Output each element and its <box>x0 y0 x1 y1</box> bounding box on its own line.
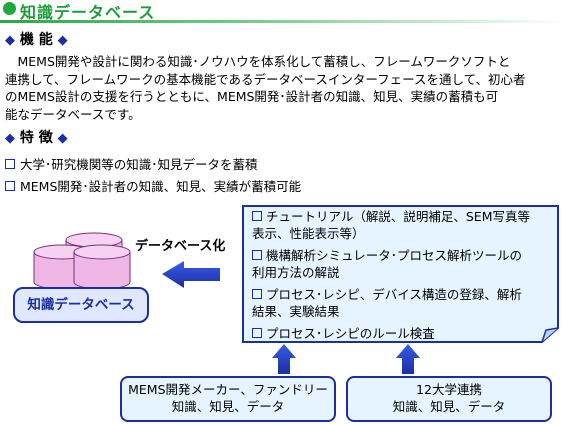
feature-text: MEMS開発･設計者の知識、知見、実績が蓄積可能 <box>20 179 302 194</box>
source-box-universities <box>346 376 552 422</box>
function-heading-row: ◆ 機 能 ◆ <box>5 29 68 49</box>
function-line: 連携して、フレームワークの基本機能であるデータベースインターフェースを通して、初… <box>5 71 526 87</box>
dbize-label: データベース化 <box>135 239 226 254</box>
content-line1: プロセス･レシピのルール検査 <box>266 326 435 341</box>
source-line1: MEMS開発メーカー、ファンドリー <box>128 382 328 397</box>
source-makers-text: MEMS開発メーカー、ファンドリー 知識、知見、データ <box>120 381 336 415</box>
source-line2: 知識、知見、データ <box>392 399 506 414</box>
content-line2: 結果、実験結果 <box>252 304 340 319</box>
source-universities-text: 12大学連携 知識、知見、データ <box>346 381 552 415</box>
diamond-icon: ◆ <box>5 131 15 146</box>
features-heading-row: ◆ 特 徴 ◆ <box>5 127 68 147</box>
content-item: プロセス･レシピ、デバイス構造の登録、解析 結果、実験結果 <box>252 286 552 320</box>
function-description: MEMS開発や設計に関わる知識･ノウハウを体系化して蓄積し、フレームワークソフト… <box>5 53 565 123</box>
content-line1: 機構解析シミュレータ･プロセス解析ツールの <box>266 248 523 263</box>
square-bullet-icon <box>5 181 15 191</box>
content-item: 機構解析シミュレータ･プロセス解析ツールの 利用方法の解説 <box>252 247 552 281</box>
left-arrow-icon <box>162 261 220 288</box>
square-bullet-icon <box>252 211 262 221</box>
content-item: チュートリアル（解説、説明補足、SEM写真等 表示、性能表示等） <box>252 208 552 242</box>
feature-item: MEMS開発･設計者の知識、知見、実績が蓄積可能 <box>5 176 301 195</box>
database-label: 知識データベース <box>27 297 135 313</box>
contents-list: チュートリアル（解説、説明補足、SEM写真等 表示、性能表示等） 機構解析シミュ… <box>252 208 552 342</box>
page-title: 知識データベース <box>20 3 156 22</box>
feature-text: 大学･研究機関等の知識･知見データを蓄積 <box>20 157 258 172</box>
source-box-makers <box>120 376 336 422</box>
database-label-box <box>13 287 149 323</box>
source-line2: 知識、知見、データ <box>171 399 285 414</box>
note-fold <box>541 327 559 343</box>
title-underline <box>0 20 567 23</box>
content-line2: 利用方法の解説 <box>252 265 340 280</box>
feature-item: 大学･研究機関等の知識･知見データを蓄積 <box>5 154 258 173</box>
content-line2: 表示、性能表示等） <box>252 226 365 241</box>
source-line1: 12大学連携 <box>416 382 482 397</box>
up-arrow-icon <box>396 344 420 374</box>
square-bullet-icon <box>252 328 262 338</box>
content-line1: プロセス･レシピ、デバイス構造の登録、解析 <box>266 287 522 302</box>
function-line: のMEMS設計の支援を行うとともに、MEMS開発･設計者の知識、知見、実績の蓄積… <box>5 89 499 104</box>
features-heading: 特 徴 <box>19 130 53 146</box>
function-line: MEMS開発や設計に関わる知識･ノウハウを体系化して蓄積し、フレームワークソフト… <box>5 54 511 69</box>
function-line: 能なデータベースです。 <box>5 106 141 122</box>
square-bullet-icon <box>252 289 262 299</box>
square-bullet-icon <box>5 159 15 169</box>
up-arrow-icon <box>272 344 296 374</box>
diamond-icon: ◆ <box>5 33 15 48</box>
diamond-icon: ◆ <box>57 33 68 48</box>
function-heading: 機 能 <box>19 32 53 48</box>
square-bullet-icon <box>252 250 262 260</box>
database-cylinders-icon <box>33 232 131 290</box>
content-item: プロセス･レシピのルール検査 <box>252 325 552 342</box>
diamond-icon: ◆ <box>57 131 68 146</box>
title-bullet-icon <box>3 2 16 15</box>
content-line1: チュートリアル（解説、説明補足、SEM写真等 <box>266 209 530 224</box>
